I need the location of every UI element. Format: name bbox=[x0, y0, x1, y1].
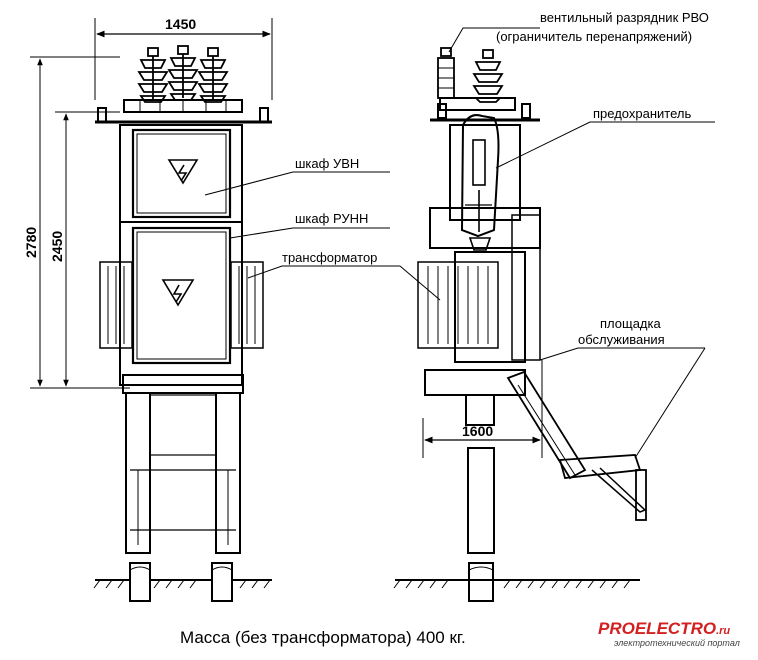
dimension-depth-label: 1600 bbox=[462, 423, 493, 439]
side-ground bbox=[393, 579, 640, 589]
side-platform bbox=[506, 370, 647, 521]
label-platform-line1: площадка bbox=[600, 316, 661, 331]
side-body bbox=[429, 124, 541, 363]
caption-mass: Масса (без трансформатора) 400 кг. bbox=[180, 628, 466, 647]
logo-tagline: электротехнический портал bbox=[614, 638, 740, 648]
label-transformer: трансформатор bbox=[282, 250, 377, 265]
side-fuse bbox=[460, 114, 500, 251]
front-crossarm bbox=[95, 99, 272, 124]
logo-ru: .ru bbox=[716, 625, 730, 637]
side-view: 1600 bbox=[393, 47, 647, 602]
dimension-heights bbox=[30, 56, 130, 389]
callouts bbox=[204, 27, 715, 459]
front-ground bbox=[93, 562, 272, 602]
label-cabinet-lv: шкаф РУНН bbox=[295, 211, 368, 226]
front-insulators bbox=[137, 45, 229, 103]
side-pole bbox=[467, 447, 495, 602]
side-arrester bbox=[437, 47, 504, 103]
front-transformer bbox=[99, 261, 264, 349]
label-arrester-line1: вентильный разрядник РВО bbox=[540, 10, 709, 25]
front-base bbox=[122, 374, 244, 554]
label-platform-line2: обслуживания bbox=[578, 332, 665, 347]
label-arrester-line2: (ограничитель перенапряжений) bbox=[496, 29, 692, 44]
side-transformer bbox=[417, 261, 499, 349]
front-frame bbox=[119, 124, 243, 386]
front-cabinet-lv bbox=[131, 226, 232, 365]
side-crossarm bbox=[430, 97, 540, 122]
svg-text:PROELECTRO.ru: PROELECTRO.ru bbox=[598, 619, 730, 638]
dimension-width-top: 1450 bbox=[94, 16, 273, 100]
logo-pro: PRO bbox=[598, 619, 635, 638]
side-base bbox=[422, 360, 543, 458]
front-cabinet-hv bbox=[131, 128, 232, 219]
logo-electro: ELECTRO bbox=[635, 619, 716, 638]
dimension-width-label: 1450 bbox=[165, 16, 196, 32]
proelectro-logo: PROELECTRO.ru электротехнический портал bbox=[598, 619, 740, 648]
label-cabinet-hv: шкаф УВН bbox=[295, 156, 359, 171]
dimension-height-total-label: 2780 bbox=[23, 227, 39, 258]
dimension-height-body-label: 2450 bbox=[49, 231, 65, 262]
label-fuse: предохранитель bbox=[593, 106, 691, 121]
front-view: 1450 2780 2450 bbox=[23, 16, 273, 602]
